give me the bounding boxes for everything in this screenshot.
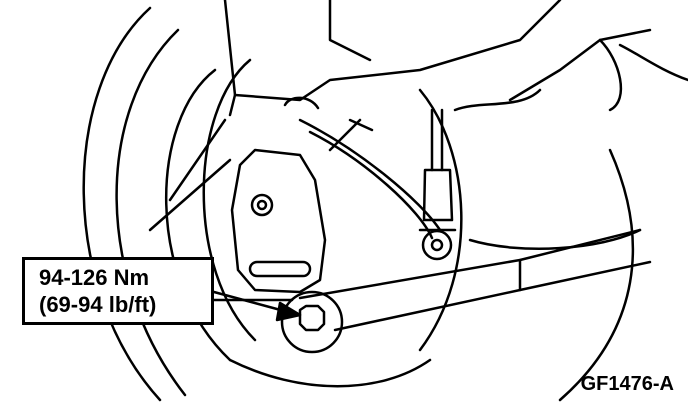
hex-bolt-icon <box>298 304 326 332</box>
frame-upper <box>223 0 688 117</box>
callout-leader <box>212 290 302 322</box>
torque-nm-label: 94-126 Nm <box>39 265 150 290</box>
lower-bolt-boss <box>280 290 344 354</box>
caliper-bracket <box>230 148 327 294</box>
torque-lbft-label: (69-94 lb/ft) <box>39 292 157 317</box>
torque-callout: 94-126 Nm (69-94 lb/ft) <box>22 257 214 325</box>
background-lines <box>148 118 374 232</box>
tire-outline <box>82 6 635 402</box>
brake-hose <box>283 96 642 250</box>
figure-id: GF1476-A <box>580 373 674 395</box>
arrowhead-icon <box>275 301 302 322</box>
brake-disc <box>164 58 463 388</box>
lower-control-arm <box>208 228 652 332</box>
stabilizer-link <box>418 108 457 261</box>
